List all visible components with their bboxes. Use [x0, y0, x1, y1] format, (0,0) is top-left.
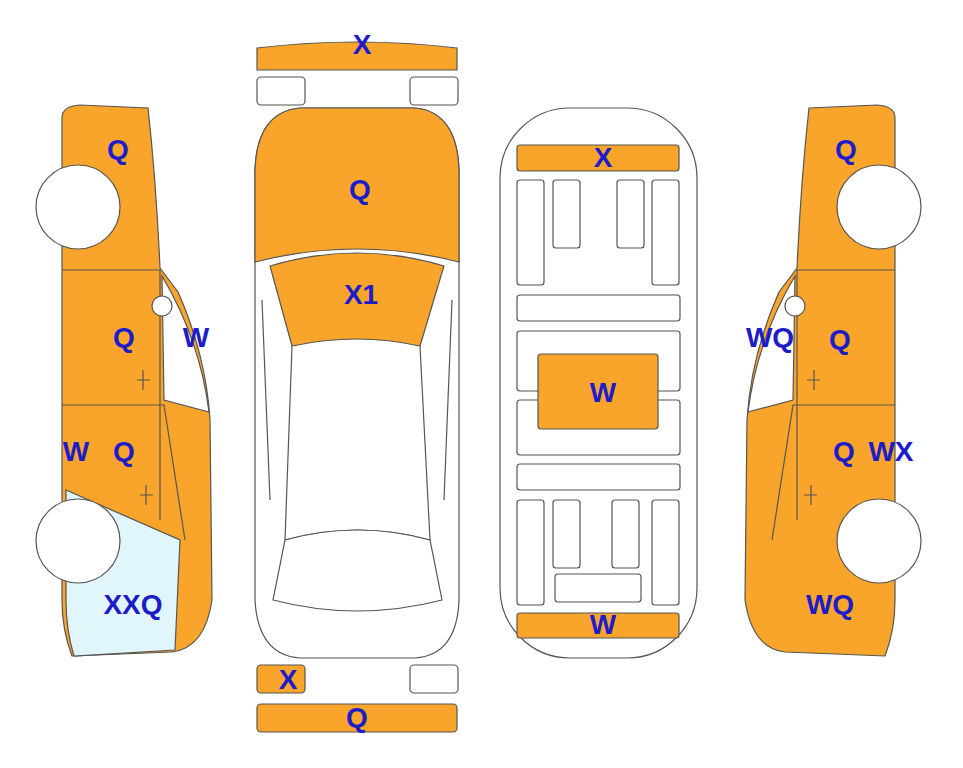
front-underpanel — [517, 145, 679, 171]
damage-code: Q — [107, 136, 129, 164]
damage-code: W — [590, 379, 616, 407]
headlight — [257, 77, 305, 105]
damage-code: W — [590, 611, 616, 639]
damage-code: Q — [829, 326, 851, 354]
damage-code: WX — [868, 438, 913, 466]
windshield — [270, 253, 444, 346]
under-part — [553, 180, 580, 248]
damage-code: W — [63, 438, 89, 466]
under-part — [555, 574, 641, 602]
under-part — [652, 500, 679, 605]
damage-code: X — [353, 31, 372, 59]
damage-code: X — [279, 666, 298, 694]
damage-code: W — [183, 324, 209, 352]
under-part — [517, 464, 680, 490]
damage-code: Q — [835, 136, 857, 164]
under-part — [652, 180, 679, 285]
hood — [255, 108, 459, 262]
rear-window — [273, 530, 442, 611]
underbody — [500, 108, 697, 658]
under-part — [517, 500, 544, 605]
damage-code: XXQ — [103, 591, 162, 619]
damage-code: Q — [833, 438, 855, 466]
headlight — [410, 77, 458, 105]
under-part — [612, 500, 639, 568]
car-body-top — [255, 108, 459, 658]
right-side — [745, 105, 921, 656]
under-part — [517, 180, 544, 285]
damage-code: Q — [113, 438, 135, 466]
damage-code: X1 — [344, 281, 378, 309]
under-part — [553, 500, 580, 568]
rear-light — [257, 665, 305, 693]
door-line — [262, 300, 452, 500]
under-part — [617, 180, 644, 248]
rear-bumper — [257, 704, 457, 732]
damage-code: WQ — [746, 324, 794, 352]
damage-code: Q — [349, 176, 371, 204]
center-underpanel — [538, 354, 658, 429]
damage-code: Q — [113, 324, 135, 352]
left-side — [36, 105, 212, 656]
damage-code: Q — [346, 704, 368, 732]
rear-light — [410, 665, 458, 693]
damage-code: WQ — [806, 591, 854, 619]
roof-outline — [285, 346, 430, 540]
damage-code: X — [594, 144, 613, 172]
under-part — [517, 295, 680, 321]
